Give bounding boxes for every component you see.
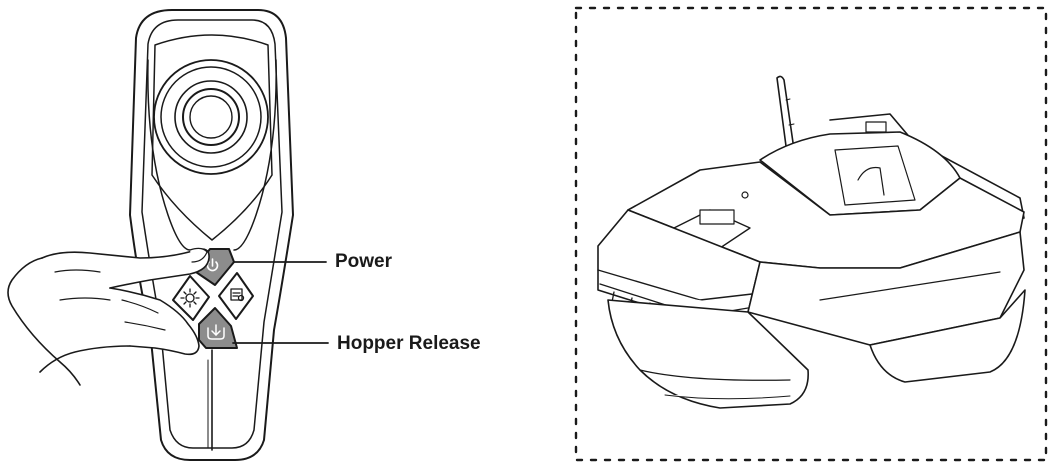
remote-inner-rim (141, 19, 283, 449)
callout-lines (232, 261, 329, 344)
light-button[interactable] (172, 275, 210, 321)
remote-body (129, 9, 294, 461)
left-hull (607, 299, 809, 409)
hopper-icon (207, 324, 225, 340)
remote-face-panel (151, 34, 273, 241)
map-icon (230, 288, 245, 302)
bait-boat (597, 75, 1026, 409)
remote-grip-left (147, 59, 191, 251)
remote-control (129, 9, 294, 461)
hand (7, 247, 210, 386)
hopper-release-button[interactable] (198, 307, 238, 349)
power-label: Power (335, 251, 393, 272)
right-hull (869, 289, 1026, 383)
hopper-release-label: Hopper Release (337, 333, 481, 354)
light-icon (180, 288, 200, 308)
remote-grip-right (233, 59, 277, 251)
joystick[interactable] (153, 59, 269, 175)
map-button[interactable] (218, 272, 254, 320)
